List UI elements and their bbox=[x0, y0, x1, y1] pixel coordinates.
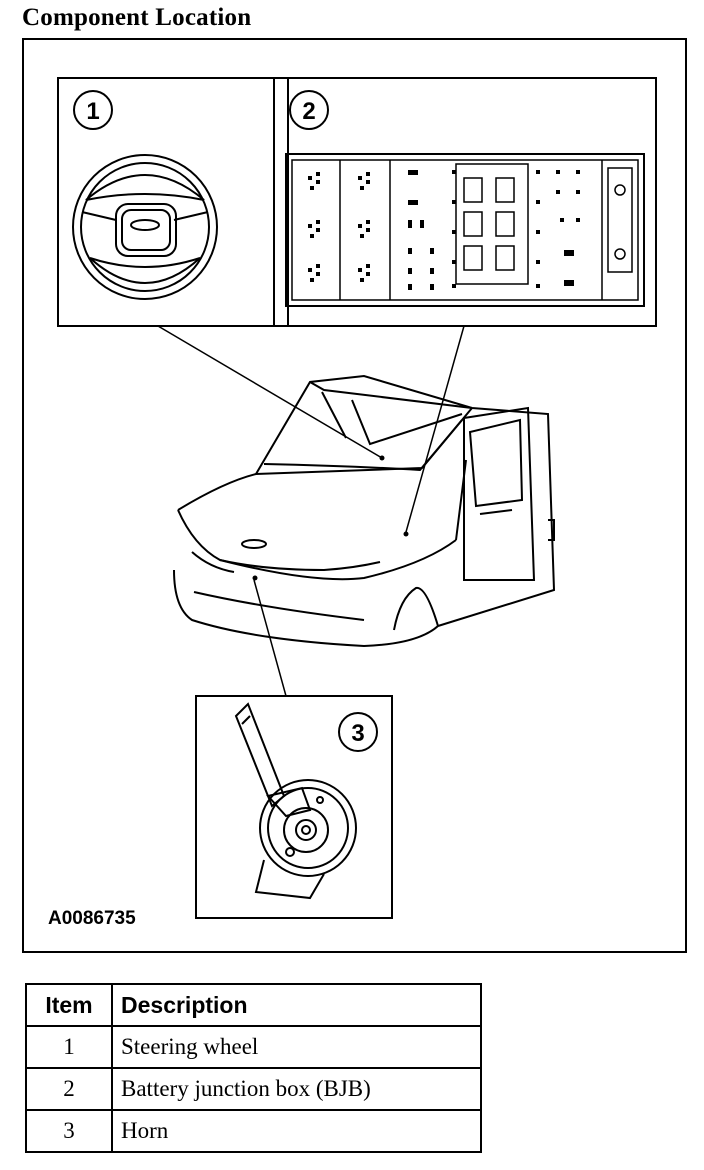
callout-circle-1 bbox=[73, 90, 113, 130]
row-item: 2 bbox=[25, 1067, 113, 1111]
table-row: 2 Battery junction box (BJB) bbox=[25, 1067, 482, 1111]
row-item: 3 bbox=[25, 1109, 113, 1153]
steering-wheel-icon bbox=[72, 154, 218, 300]
table-row: 1 Steering wheel bbox=[25, 1025, 482, 1069]
page-title: Component Location bbox=[22, 4, 252, 31]
row-description: Battery junction box (BJB) bbox=[111, 1067, 482, 1111]
callout-label-1: 1 bbox=[86, 98, 99, 125]
inset-battery-junction-box bbox=[273, 77, 657, 327]
leader-dot-2 bbox=[403, 531, 409, 537]
component-location-figure: 1 bbox=[22, 38, 687, 953]
row-description: Steering wheel bbox=[111, 1025, 482, 1069]
row-description: Horn bbox=[111, 1109, 482, 1153]
inset-horn bbox=[195, 695, 393, 919]
header-item: Item bbox=[25, 983, 113, 1027]
vehicle-drawing bbox=[173, 374, 556, 648]
component-table: Item Description 1 Steering wheel 2 Batt… bbox=[25, 983, 482, 1153]
callout-label-2: 2 bbox=[302, 98, 315, 125]
callout-circle-2 bbox=[289, 90, 329, 130]
table-header-row: Item Description bbox=[25, 983, 482, 1027]
leader-dot-1 bbox=[379, 455, 385, 461]
fuse-clusters bbox=[308, 170, 580, 290]
inset-steering-wheel bbox=[57, 77, 289, 327]
component-diagram: 1 bbox=[57, 77, 657, 919]
figure-code: A0086735 bbox=[48, 908, 136, 929]
header-description: Description bbox=[111, 983, 482, 1027]
callout-label-3: 3 bbox=[351, 720, 364, 747]
leader-dot-3 bbox=[252, 575, 258, 581]
junction-box-icon bbox=[285, 153, 645, 307]
row-item: 1 bbox=[25, 1025, 113, 1069]
horn-icon bbox=[234, 702, 357, 900]
callout-circle-3 bbox=[338, 712, 378, 752]
table-row: 3 Horn bbox=[25, 1109, 482, 1153]
